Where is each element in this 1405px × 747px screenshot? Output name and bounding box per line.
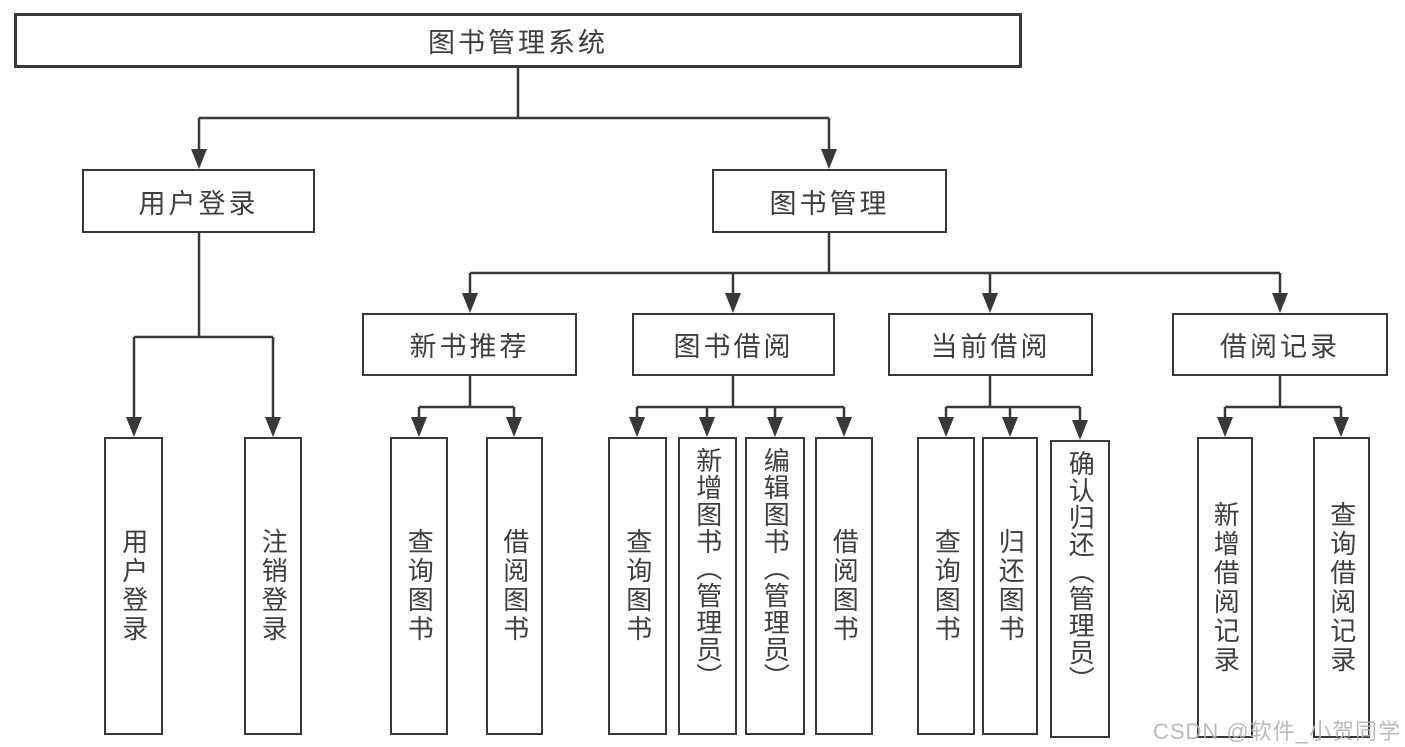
leaf-query-books-recommend: 查询图书 xyxy=(390,437,448,735)
leaf-return-books: 归还图书 xyxy=(982,437,1038,735)
leaf-borrow-books-borrowing-label: 借阅图书 xyxy=(829,528,860,644)
leaf-edit-book-admin-label: 编辑图书（管理员） xyxy=(760,447,791,690)
leaf-borrow-books-borrowing: 借阅图书 xyxy=(815,437,873,735)
leaf-confirm-return-admin: 确认归还（管理员） xyxy=(1050,440,1110,738)
leaf-query-books-current-label: 查询图书 xyxy=(931,528,962,644)
leaf-query-books-recommend-label: 查询图书 xyxy=(404,528,435,644)
leaf-confirm-return-admin-label: 确认归还（管理员） xyxy=(1065,450,1096,693)
node-book-management-branch: 图书管理 xyxy=(712,169,947,233)
borrowing-split-line xyxy=(635,376,846,419)
node-book-borrowing-label: 图书借阅 xyxy=(673,332,794,362)
node-borrowing-records: 借阅记录 xyxy=(1172,313,1388,376)
root-split-line xyxy=(197,68,831,151)
node-root-system: 图书管理系统 xyxy=(14,13,1022,68)
recommend-split-line xyxy=(417,376,516,419)
leaf-query-borrow-record: 查询借阅记录 xyxy=(1313,437,1370,738)
login-split-line xyxy=(132,233,275,419)
records-split-line xyxy=(1223,376,1343,419)
leaf-edit-book-admin: 编辑图书（管理员） xyxy=(745,437,805,735)
management-split-line xyxy=(468,233,1282,295)
node-user-login-branch: 用户登录 xyxy=(82,169,315,233)
node-new-book-recommendation: 新书推荐 xyxy=(362,313,577,376)
node-current-borrowing-label: 当前借阅 xyxy=(930,332,1051,362)
node-user-login-label: 用户登录 xyxy=(138,188,259,219)
node-root-label: 图书管理系统 xyxy=(428,28,608,58)
arrowheads xyxy=(126,149,1349,440)
current-split-line xyxy=(944,376,1082,422)
leaf-return-books-label: 归还图书 xyxy=(995,528,1026,644)
leaf-logout-label: 注销登录 xyxy=(258,528,289,644)
leaf-add-book-admin: 新增图书（管理员） xyxy=(678,437,737,735)
leaf-user-login: 用户登录 xyxy=(104,437,163,735)
leaf-add-borrow-record-label: 新增借阅记录 xyxy=(1210,500,1241,675)
leaf-borrow-books-recommend-label: 借阅图书 xyxy=(499,528,530,644)
leaf-add-book-admin-label: 新增图书（管理员） xyxy=(692,447,723,690)
node-new-book-recommendation-label: 新书推荐 xyxy=(409,332,530,362)
leaf-query-books-borrowing: 查询图书 xyxy=(608,437,667,735)
csdn-watermark: CSDN @软件_小贺同学 xyxy=(1152,719,1401,744)
leaf-query-borrow-record-label: 查询借阅记录 xyxy=(1326,500,1357,675)
leaf-query-books-borrowing-label: 查询图书 xyxy=(622,528,653,644)
node-book-management-label: 图书管理 xyxy=(769,188,890,219)
leaf-borrow-books-recommend: 借阅图书 xyxy=(486,437,543,735)
node-borrowing-records-label: 借阅记录 xyxy=(1220,332,1340,362)
leaf-user-login-label: 用户登录 xyxy=(118,528,149,644)
leaf-add-borrow-record: 新增借阅记录 xyxy=(1197,437,1253,738)
node-book-borrowing: 图书借阅 xyxy=(632,313,835,376)
leaf-query-books-current: 查询图书 xyxy=(917,437,975,735)
node-current-borrowing: 当前借阅 xyxy=(888,313,1093,376)
leaf-logout: 注销登录 xyxy=(244,437,302,735)
